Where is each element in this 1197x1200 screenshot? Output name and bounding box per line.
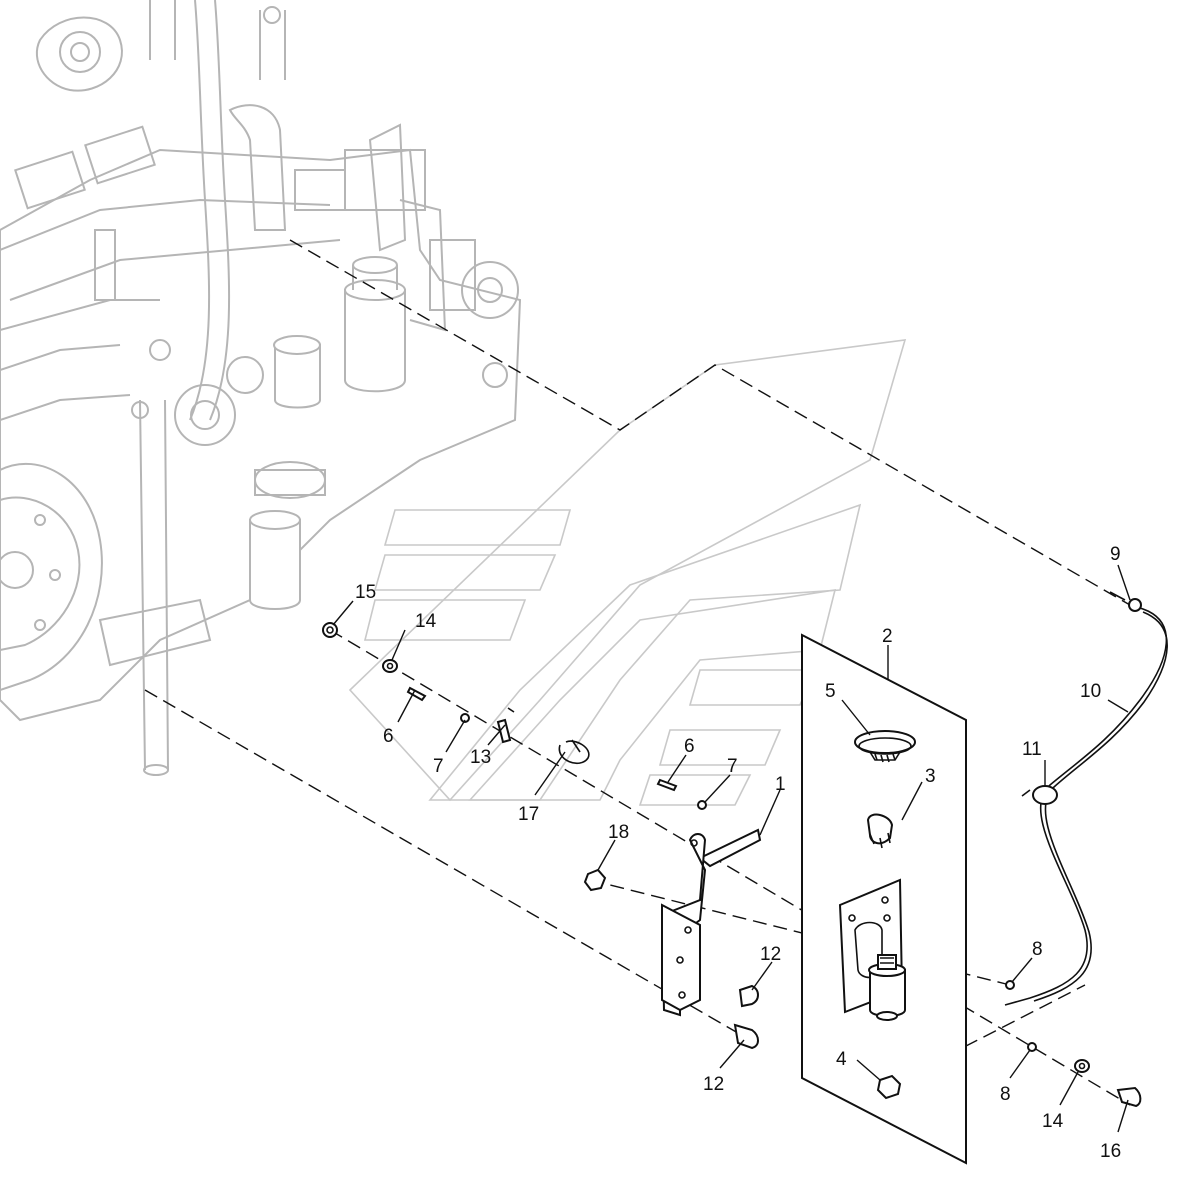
fitting: [876, 1074, 902, 1100]
leader-lines: [332, 564, 1131, 1133]
callout-8-lower: 8: [1000, 1084, 1011, 1105]
hose-clamp: [854, 730, 916, 763]
callout-17: 17: [518, 804, 539, 825]
callout-7-left: 7: [433, 756, 444, 777]
support-bracket: [660, 828, 762, 1017]
callout-1: 1: [775, 774, 786, 795]
callout-7-right: 7: [727, 756, 738, 777]
callout-14-right: 14: [1042, 1111, 1064, 1132]
callout-11: 11: [1022, 739, 1042, 760]
callout-12-lower: 12: [703, 1074, 724, 1095]
callout-6-right: 6: [684, 736, 695, 757]
callout-8-upper: 8: [1032, 939, 1043, 960]
insulator: [866, 813, 894, 849]
callout-9: 9: [1110, 544, 1121, 565]
callout-16: 16: [1100, 1141, 1121, 1162]
callout-6-left: 6: [383, 726, 394, 747]
callout-2: 2: [882, 626, 893, 647]
callout-4: 4: [836, 1049, 847, 1070]
callout-13: 13: [470, 747, 491, 768]
callout-10: 10: [1080, 681, 1101, 702]
callout-18: 18: [608, 822, 629, 843]
callout-5: 5: [825, 681, 836, 702]
callout-12-upper: 12: [760, 944, 781, 965]
engine-block-ghost: [0, 0, 522, 776]
wire-harness: [1004, 591, 1168, 1006]
callout-labels: 1 2 3 4 5 6 6 7 7 8 8 9 10 11 12 12 13 1…: [355, 544, 1121, 1162]
callout-14-left: 14: [415, 611, 437, 632]
callout-3: 3: [925, 766, 936, 787]
hardware: [322, 622, 1142, 1108]
callout-15: 15: [355, 582, 376, 603]
fuel-pump: [868, 954, 906, 1021]
